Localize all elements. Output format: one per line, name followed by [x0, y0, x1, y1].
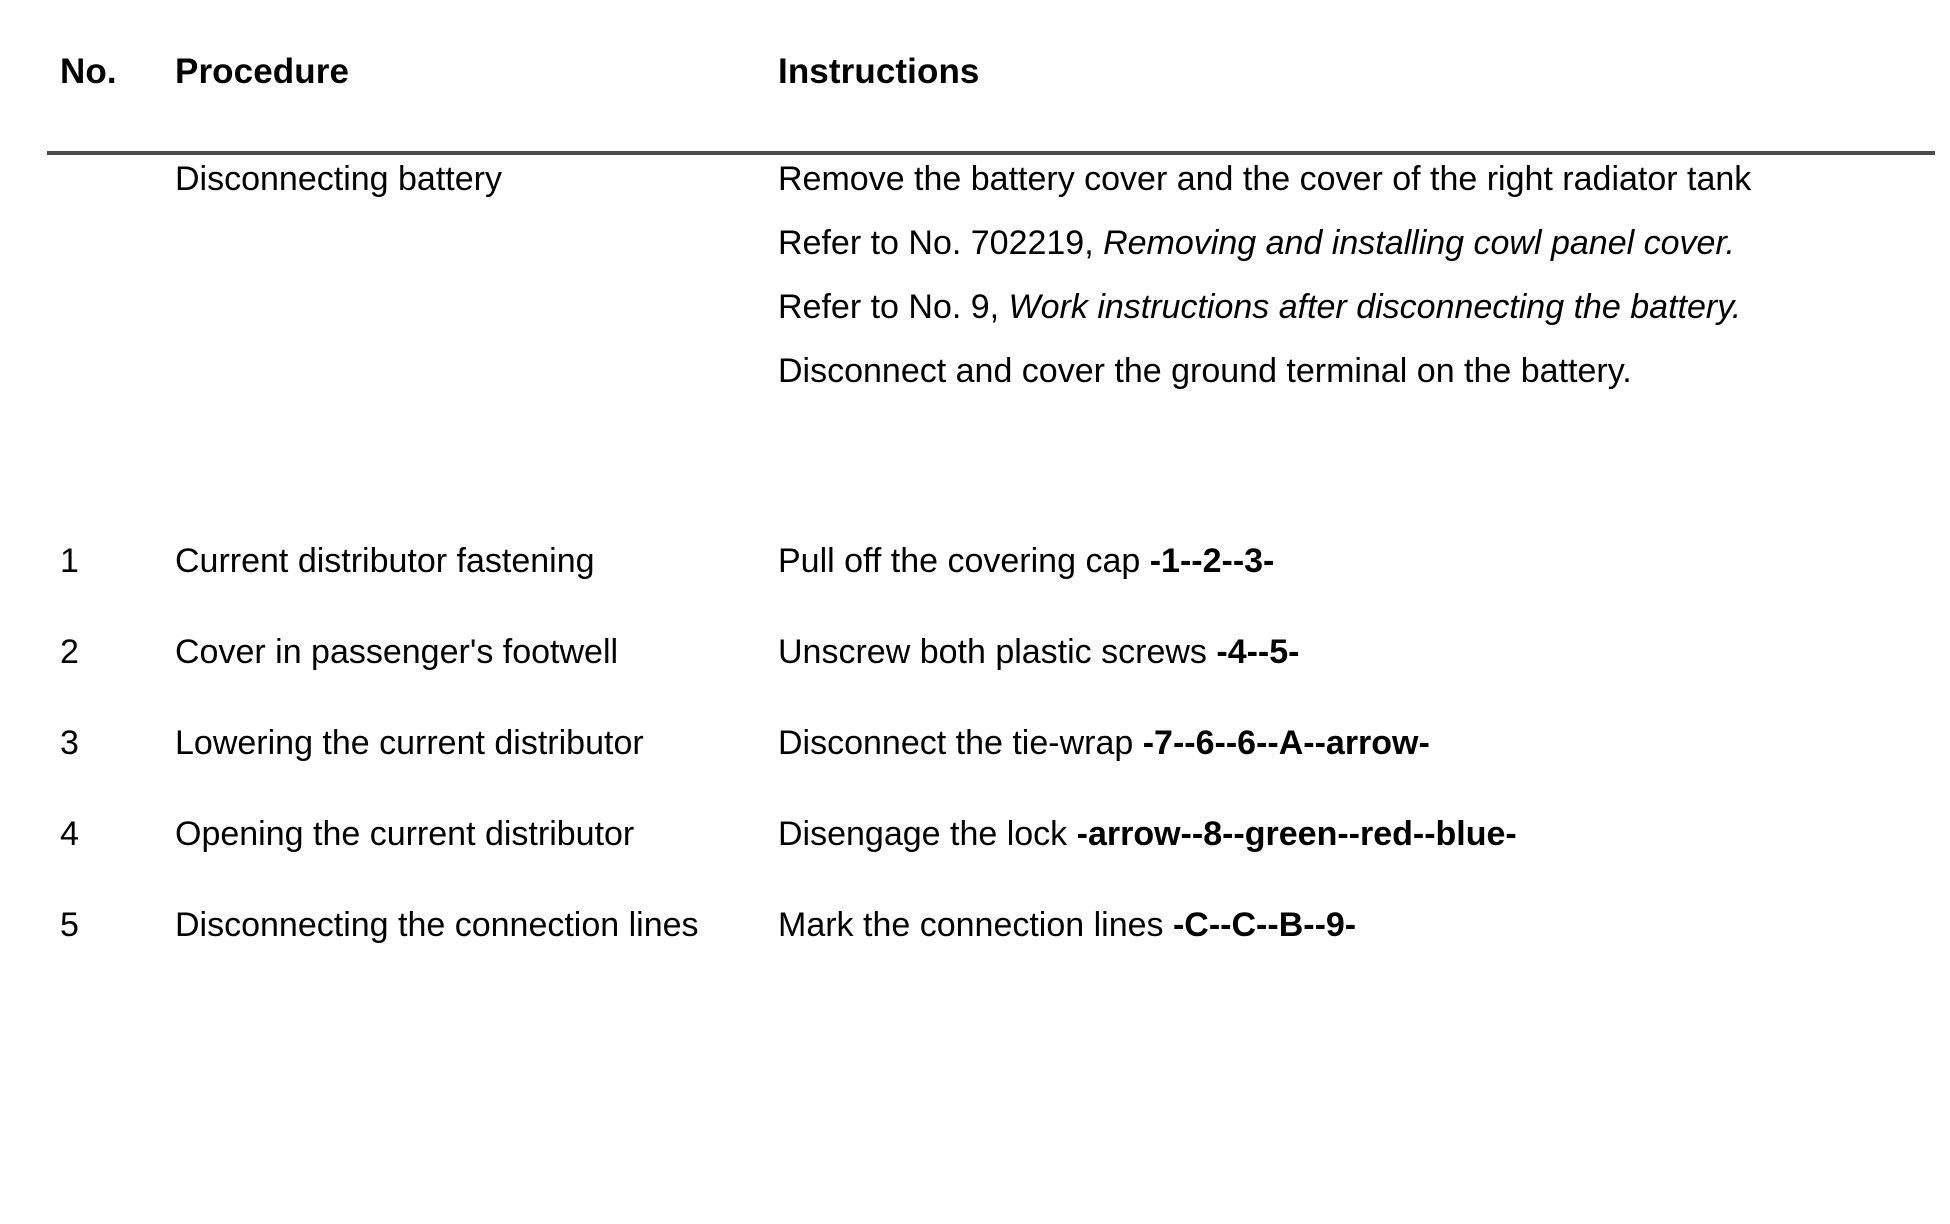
instruction-paragraph: Disengage the lock -arrow--8--green--red… [778, 810, 1938, 859]
instruction-text: Unscrew both plastic screws [778, 633, 1217, 671]
row-procedure: Disconnecting battery [175, 160, 502, 198]
instruction-text: Remove the battery cover and the cover o… [778, 160, 1752, 198]
instruction-text: Refer to No. 9, [778, 288, 1009, 326]
row-number: 2 [60, 633, 79, 671]
instruction-text: Disconnect and cover the ground terminal… [778, 352, 1632, 390]
row-instructions: Disconnect the tie-wrap -7--6--6--A--arr… [778, 719, 1938, 768]
row-procedure: Lowering the current distributor [175, 724, 644, 762]
column-header-no: No. [60, 52, 117, 91]
instruction-reference-title: Work instructions after disconnecting th… [1008, 288, 1742, 326]
instruction-item-callouts: -arrow--8--green--red--blue- [1076, 815, 1517, 853]
instruction-text: Pull off the covering cap [778, 542, 1150, 580]
row-procedure: Current distributor fastening [175, 542, 595, 580]
row-number: 5 [60, 906, 79, 944]
table-body: Disconnecting battery Remove the battery … [0, 142, 1950, 992]
table-row: 5 Disconnecting the connection lines Mark … [0, 901, 1950, 992]
table-row: 1 Current distributor fastening Pull off t… [0, 537, 1950, 628]
instruction-paragraph: Refer to No. 9, Work instructions after … [778, 283, 1938, 332]
instruction-paragraph: Disconnect and cover the ground terminal… [778, 347, 1938, 396]
instruction-item-callouts: -C--C--B--9- [1172, 906, 1357, 944]
row-number: 1 [60, 542, 79, 580]
row-instructions: Unscrew both plastic screws -4--5- [778, 628, 1938, 677]
row-instructions: Mark the connection lines -C--C--B--9- [778, 901, 1938, 950]
row-procedure: Cover in passenger's footwell [175, 633, 619, 671]
row-instructions: Pull off the covering cap -1--2--3- [778, 537, 1938, 586]
instruction-paragraph: Disconnect the tie-wrap -7--6--6--A--arr… [778, 719, 1938, 768]
instruction-paragraph: Mark the connection lines -C--C--B--9- [778, 901, 1938, 950]
header-divider-rule [47, 151, 1935, 155]
table-row: 2 Cover in passenger's footwell Unscrew bo… [0, 628, 1950, 719]
instruction-paragraph: Refer to No. 702219, Removing and instal… [778, 219, 1938, 268]
row-procedure: Disconnecting the connection lines [175, 906, 699, 944]
row-instructions: Remove the battery cover and the cover o… [778, 155, 1938, 396]
row-procedure: Opening the current distributor [175, 815, 635, 853]
table-row: 4 Opening the current distributor Disengag… [0, 810, 1950, 901]
instruction-paragraph: Unscrew both plastic screws -4--5- [778, 628, 1938, 677]
row-instructions: Disengage the lock -arrow--8--green--red… [778, 810, 1938, 859]
instruction-reference-title: Removing and installing cowl panel cover… [1103, 224, 1735, 262]
instruction-item-callouts: -7--6--6--A--arrow- [1142, 724, 1430, 762]
table-row: 3 Lowering the current distributor Disconn… [0, 719, 1950, 810]
column-header-procedure: Procedure [175, 52, 350, 91]
instruction-item-callouts: -1--2--3- [1149, 542, 1275, 580]
instruction-text: Disengage the lock [778, 815, 1077, 853]
column-header-instructions: Instructions [778, 52, 980, 91]
row-number: 3 [60, 724, 79, 762]
instruction-item-callouts: -4--5- [1216, 633, 1300, 671]
table-header-row: No. Procedure Instructions [0, 50, 1950, 106]
instruction-paragraph: Pull off the covering cap -1--2--3- [778, 537, 1938, 586]
instruction-paragraph: Remove the battery cover and the cover o… [778, 155, 1938, 204]
instruction-text: Disconnect the tie-wrap [778, 724, 1143, 762]
instruction-text: Mark the connection lines [778, 906, 1173, 944]
row-number: 4 [60, 815, 79, 853]
instruction-text: Refer to No. 702219, [778, 224, 1104, 262]
table-row: Disconnecting battery Remove the battery … [0, 142, 1950, 537]
